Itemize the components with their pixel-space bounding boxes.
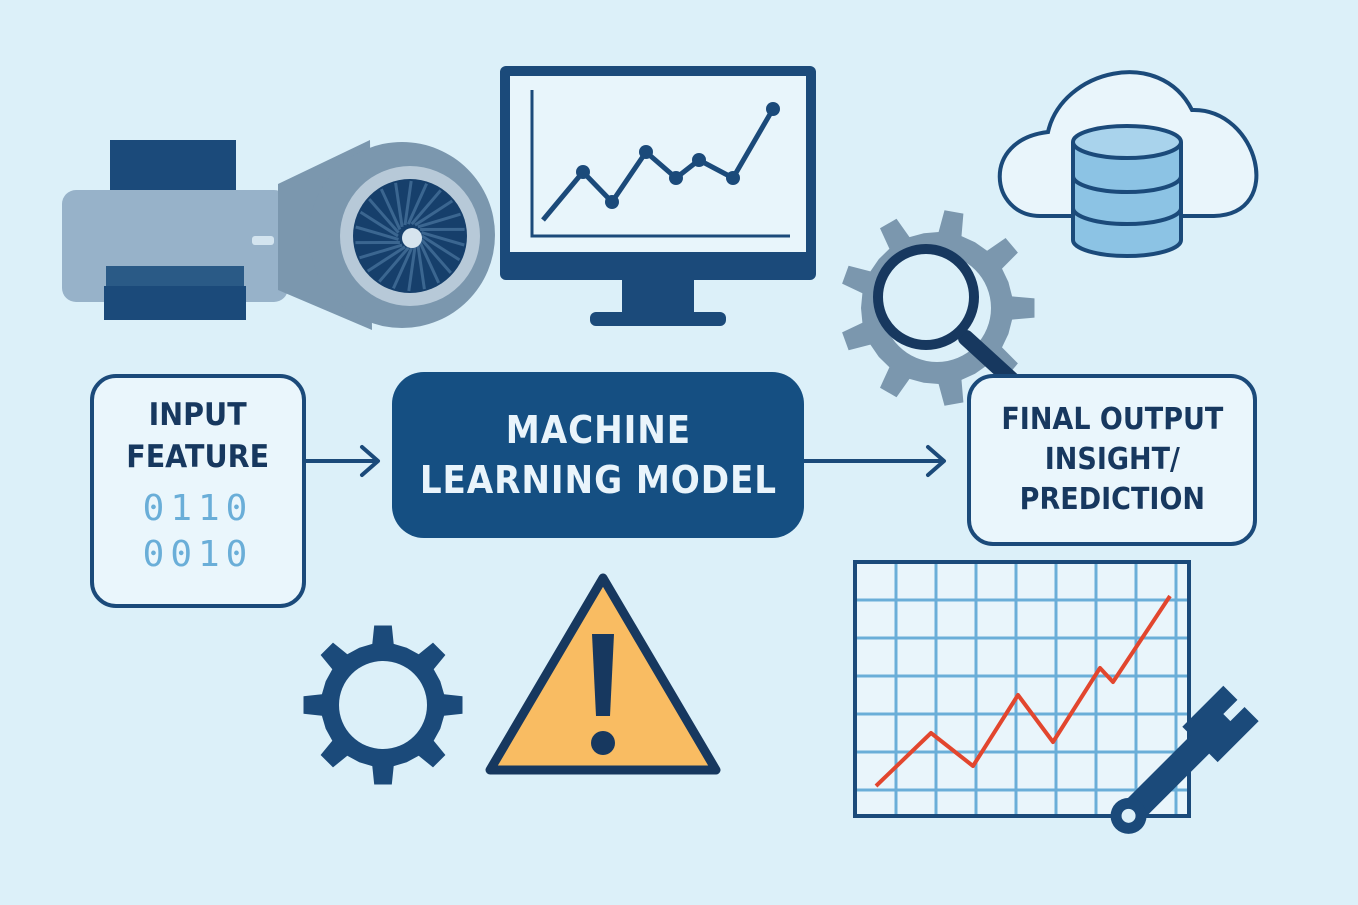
input-feature-box: INPUT FEATURE 0110 0010 — [90, 374, 306, 608]
ml-model-label: MACHINE LEARNING MODEL — [419, 408, 777, 502]
jet-engine-icon — [278, 140, 495, 330]
printer-icon — [62, 140, 288, 320]
ml-model-box: MACHINE LEARNING MODEL — [392, 372, 804, 538]
binary-bits-line-2: 0010 — [142, 534, 254, 575]
final-output-box: FINAL OUTPUT INSIGHT/ PREDICTION — [967, 374, 1257, 546]
cloud-database-icon — [997, 70, 1259, 258]
arrow-input-to-model — [304, 445, 380, 477]
gear-magnifier-icon — [842, 210, 1035, 406]
gear-icon — [303, 625, 463, 785]
monitor-line-chart-icon — [500, 66, 816, 326]
final-output-label: FINAL OUTPUT INSIGHT/ PREDICTION — [1000, 402, 1224, 517]
binary-bits-line-1: 0110 — [142, 488, 254, 529]
grid-line-chart-icon — [853, 560, 1191, 818]
warning-icon — [485, 573, 721, 775]
wrench-icon — [1110, 685, 1259, 834]
input-feature-label: INPUT FEATURE — [126, 397, 270, 475]
arrow-model-to-output — [802, 445, 946, 477]
